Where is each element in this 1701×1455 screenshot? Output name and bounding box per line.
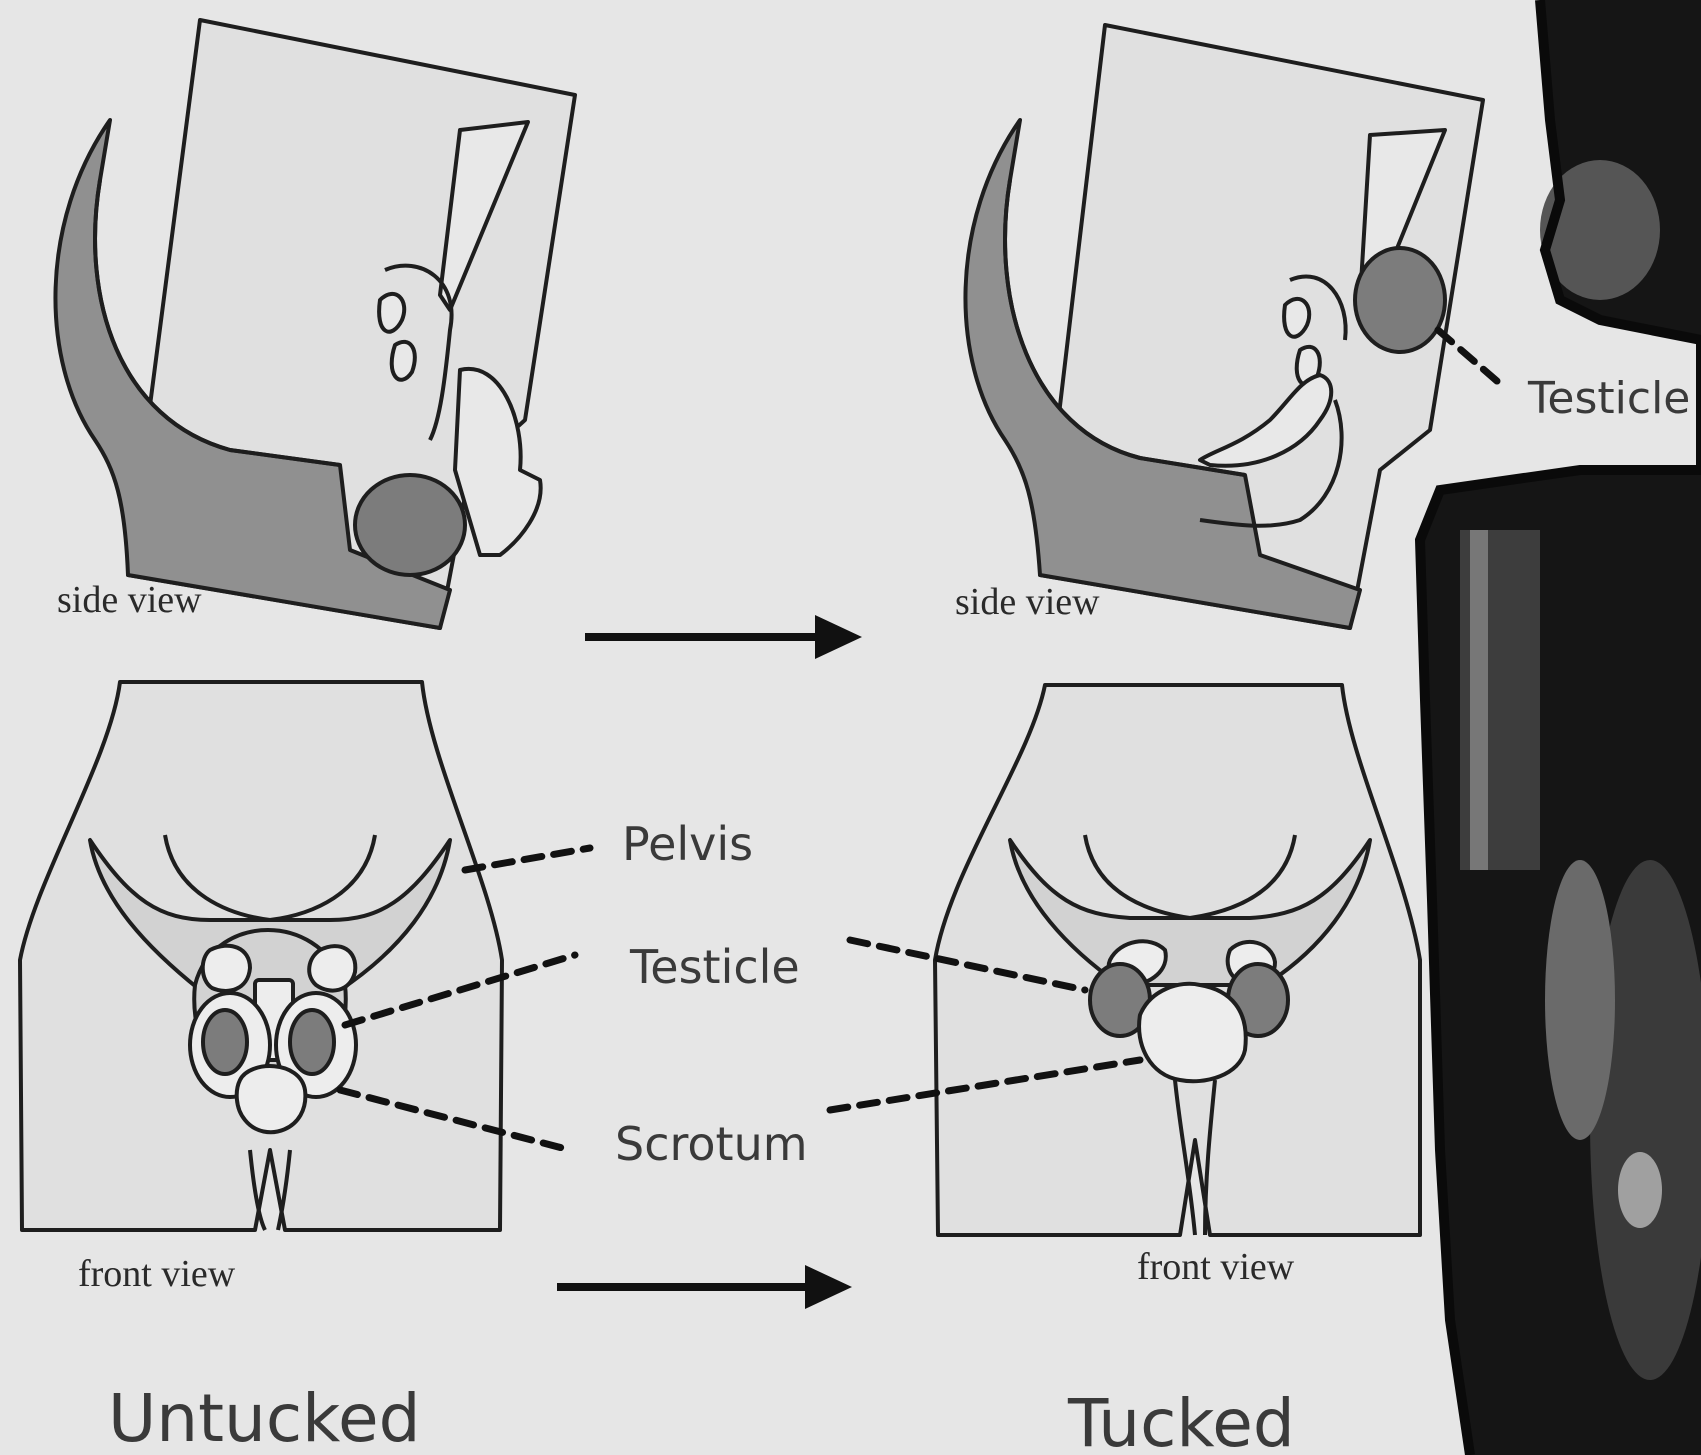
tucked-front-view-figure bbox=[935, 685, 1420, 1235]
top-arrow bbox=[585, 615, 862, 659]
untucked-title: Untucked bbox=[108, 1380, 421, 1455]
side-view-label-left: side view bbox=[57, 578, 202, 622]
front-view-label-left: front view bbox=[78, 1252, 235, 1296]
side-view-label-right: side view bbox=[955, 580, 1100, 624]
bottom-arrow bbox=[557, 1265, 852, 1309]
front-view-label-right: front view bbox=[1137, 1245, 1294, 1289]
tucked-side-view-figure bbox=[965, 25, 1483, 628]
pelvis-label: Pelvis bbox=[622, 817, 753, 871]
testicle-callout-label: Testicle bbox=[1528, 373, 1690, 424]
untucked-front-view-figure bbox=[20, 682, 502, 1230]
tucked-title: Tucked bbox=[1068, 1385, 1295, 1455]
untucked-side-view-figure bbox=[55, 20, 575, 628]
testicle-label: Testicle bbox=[630, 940, 800, 994]
scrotum-label: Scrotum bbox=[615, 1117, 808, 1171]
